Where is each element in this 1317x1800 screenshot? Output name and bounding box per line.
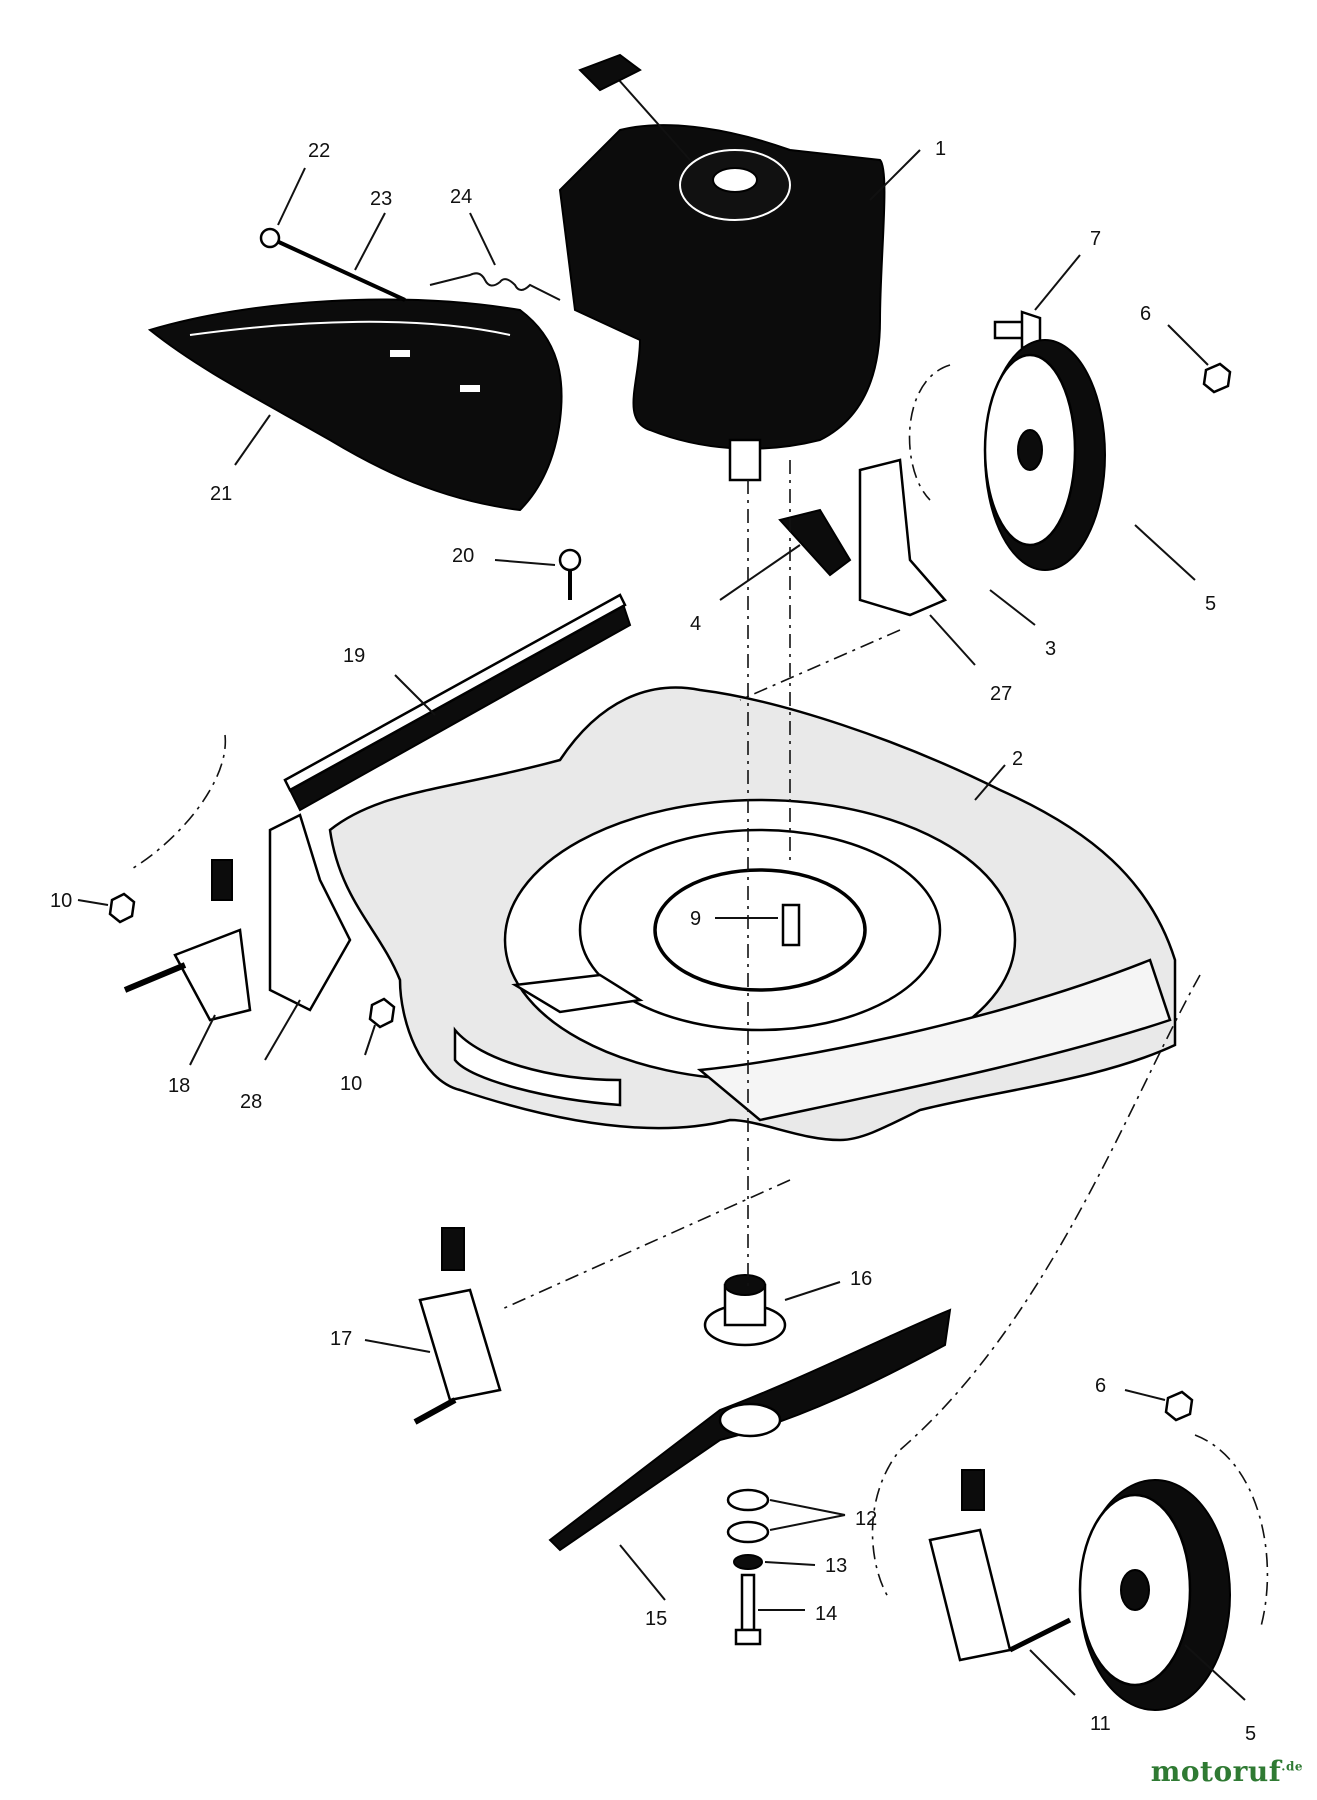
spindle-bolt [781,903,801,947]
height-adjuster-28 [268,813,352,1012]
callout-17: 17 [330,1328,352,1350]
callout-2: 2 [1012,748,1023,770]
callout-4: 4 [690,613,701,635]
blade-bolt [734,1573,762,1646]
callout-14: 14 [815,1603,837,1625]
callout-16: 16 [850,1268,872,1290]
rear-baffle [283,593,632,812]
callout-5-rear: 5 [1205,593,1216,615]
wheel-nut-front [1164,1390,1194,1422]
callout-9: 9 [690,908,701,930]
height-adjuster-27 [778,458,948,617]
callout-10-center: 10 [340,1073,362,1095]
callout-10-left: 10 [50,890,72,912]
axle-bracket-18 [123,859,252,1022]
callout-21: 21 [210,483,232,505]
callouts: 1 2 3 4 5 5 6 6 7 9 10 10 11 12 13 14 [50,138,1256,1745]
baffle-bolt-20 [558,548,582,600]
alignment-lines [129,364,1269,1631]
callout-22: 22 [308,140,330,162]
callout-18: 18 [168,1075,190,1097]
axle-bracket-17 [413,1227,502,1425]
callout-27: 27 [990,683,1012,705]
mower-deck [328,686,1177,1142]
callout-6-rear: 6 [1140,303,1151,325]
hinge-rod [259,227,406,302]
torsion-spring [429,272,561,301]
callout-7: 7 [1090,228,1101,250]
wheel-bolt-7 [993,310,1042,350]
callout-15: 15 [645,1608,667,1630]
grass-deflector [147,298,563,512]
callout-12: 12 [855,1508,877,1530]
front-wheel [1078,1479,1231,1711]
wheel-nut-rear [1202,362,1232,394]
callout-11: 11 [1090,1713,1111,1735]
callout-5-front: 5 [1245,1723,1256,1745]
deck-nut-left [108,892,136,924]
axle-bracket-11 [928,1469,1072,1662]
blade-adapter [703,1274,787,1347]
callout-19: 19 [343,645,365,667]
deck-nut-center [368,997,396,1029]
callout-23: 23 [370,188,392,210]
rear-wheel [983,339,1106,571]
callout-20: 20 [452,545,474,567]
engine [558,53,886,482]
callout-13: 13 [825,1555,847,1577]
callout-28: 28 [240,1091,262,1113]
callout-24: 24 [450,186,472,208]
watermark-logo: motoruf.de [1151,1755,1303,1788]
mower-blade [548,1308,952,1552]
callout-1: 1 [935,138,946,160]
watermark-name: motoruf [1150,1755,1282,1788]
callout-6-front: 6 [1095,1375,1106,1397]
callout-3: 3 [1045,638,1056,660]
blade-washers [726,1488,770,1570]
watermark-tld: .de [1281,1759,1303,1774]
